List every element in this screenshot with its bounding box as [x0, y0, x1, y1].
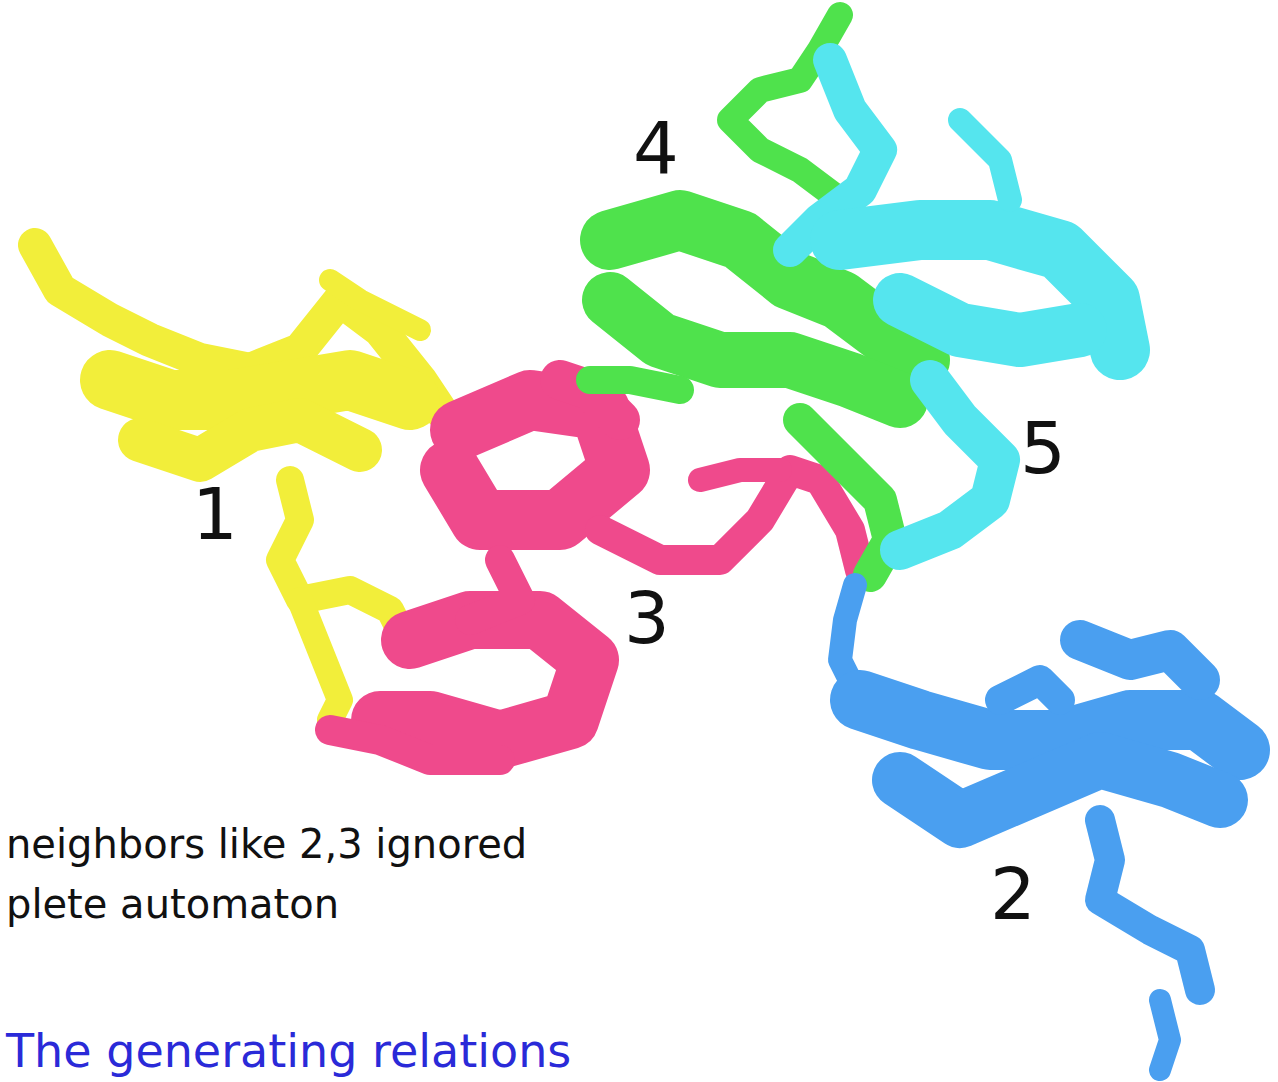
tile-3	[330, 380, 860, 760]
tile-number: 2	[990, 858, 1036, 930]
tile-number: 4	[633, 112, 679, 184]
tile-number: 5	[1020, 412, 1066, 484]
handwritten-note: neighbors like 2,3 ignored	[6, 824, 527, 864]
tile-4	[590, 15, 920, 575]
slide-heading: The generating relations	[6, 1028, 571, 1074]
tile-number: 1	[192, 478, 238, 550]
tile-2	[840, 585, 1240, 1070]
tile-number: 3	[624, 582, 670, 654]
handwritten-note: plete automaton	[6, 884, 339, 924]
tile-1	[35, 245, 440, 720]
tile-5	[790, 60, 1120, 550]
